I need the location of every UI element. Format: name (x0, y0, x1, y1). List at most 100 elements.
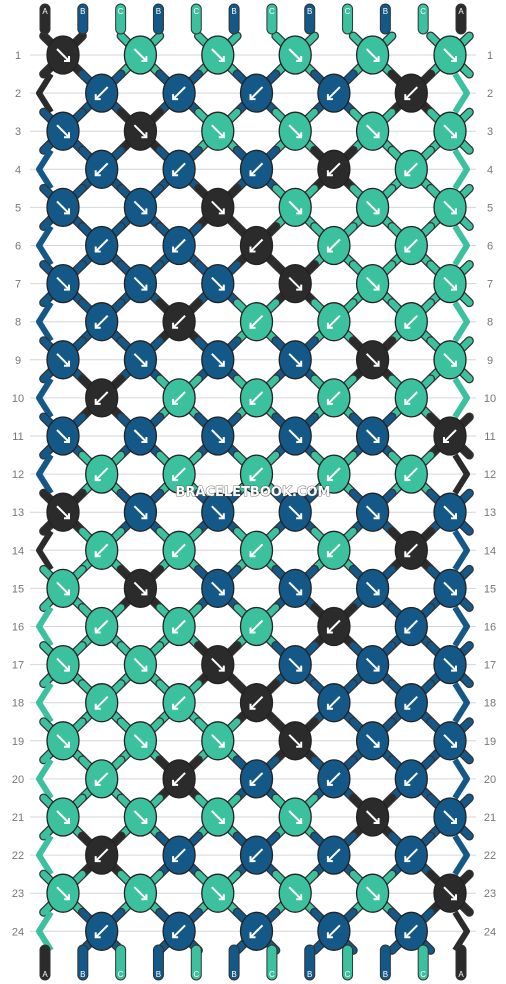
knot (278, 873, 312, 913)
knot (46, 568, 80, 609)
arrow-head-icon (296, 437, 303, 443)
row-label-left: 2 (15, 88, 21, 100)
knot (162, 530, 196, 570)
string-end (342, 3, 354, 35)
arrow-down-left-icon (172, 391, 186, 405)
knot (433, 568, 467, 609)
string-end (39, 944, 51, 981)
arrow-head-icon (373, 741, 380, 748)
arrow-head-icon (64, 894, 70, 901)
string-label: C (345, 970, 351, 979)
knot (278, 797, 312, 837)
knot (201, 644, 235, 685)
arrow-head-icon (451, 208, 457, 215)
arrow-head-icon (296, 741, 303, 748)
string-label: C (118, 7, 124, 16)
knot (394, 683, 428, 723)
arrow-head-icon (218, 132, 225, 139)
edge-strand (36, 758, 54, 800)
edge-strand (452, 758, 470, 800)
knot (162, 73, 196, 113)
knot (46, 873, 80, 913)
string-end (266, 3, 278, 35)
row-label-right: 11 (484, 431, 495, 443)
arrow-down-right-icon (133, 505, 148, 519)
arrow-down-left-icon (94, 772, 109, 786)
arrow-head-icon (141, 513, 148, 520)
arrow-head-icon (249, 932, 256, 939)
knot (278, 492, 312, 532)
knot (85, 378, 119, 418)
arrow-head-icon (218, 513, 225, 520)
knot (433, 35, 467, 75)
arrow-down-right-icon (211, 276, 225, 291)
arrow-head-icon (141, 132, 148, 139)
knot (394, 454, 428, 494)
row-label-left: 8 (15, 317, 21, 329)
arrow-down-right-icon (56, 886, 70, 900)
arrow-down-left-icon (172, 86, 186, 100)
arrow-down-right-icon (365, 657, 380, 672)
arrow-down-left-icon (94, 314, 109, 329)
string-end (77, 944, 89, 981)
arrow-head-icon (249, 779, 256, 786)
arrow-down-right-icon (56, 657, 70, 672)
arrow-head-icon (296, 360, 303, 367)
arrow-head-icon (373, 818, 380, 824)
knot (355, 187, 390, 228)
row-label-right: 18 (484, 698, 496, 710)
knot (433, 111, 467, 151)
knot (239, 149, 274, 189)
arrow-down-left-icon (249, 619, 264, 634)
string-label: A (458, 7, 464, 16)
arrow-down-left-icon (327, 543, 341, 558)
arrow-head-icon (404, 551, 411, 558)
knot (201, 873, 235, 913)
arrow-down-right-icon (133, 124, 148, 138)
arrow-head-icon (249, 475, 256, 482)
arrow-head-icon (373, 284, 380, 291)
arrow-down-left-icon (404, 162, 419, 177)
knot (278, 35, 312, 75)
arrow-down-right-icon (443, 734, 457, 748)
knot (317, 911, 351, 951)
knot (278, 263, 312, 304)
row-label-right: 21 (484, 812, 496, 824)
edge-strand (36, 834, 54, 876)
arrow-down-right-icon (365, 810, 380, 824)
knot (394, 225, 428, 266)
knot (433, 644, 467, 685)
arrow-down-right-icon (133, 734, 148, 748)
arrow-head-icon (451, 665, 457, 672)
arrow-head-icon (172, 475, 179, 482)
knot (433, 263, 467, 304)
knot (278, 644, 312, 685)
arrow-head-icon (404, 627, 411, 634)
arrow-head-icon (326, 475, 333, 482)
arrow-down-left-icon (404, 238, 419, 253)
arrow-head-icon (94, 94, 101, 101)
row-label-left: 12 (12, 469, 24, 481)
knot (239, 378, 274, 418)
knot (46, 492, 80, 532)
arrow-down-right-icon (133, 48, 148, 62)
arrow-head-icon (64, 741, 70, 748)
knot (317, 73, 351, 113)
arrow-head-icon (218, 284, 225, 291)
knot (278, 340, 312, 380)
knot (162, 302, 196, 342)
arrow-head-icon (451, 284, 457, 291)
string-end (152, 3, 164, 35)
string-end (190, 944, 202, 981)
row-label-left: 11 (12, 431, 23, 443)
arrow-head-icon (326, 94, 333, 101)
arrow-down-left-icon (249, 86, 264, 100)
arrow-head-icon (94, 398, 101, 405)
knot (394, 759, 428, 799)
arrow-down-left-icon (249, 772, 264, 786)
row-label-left: 1 (15, 50, 21, 62)
arrow-down-right-icon (56, 276, 70, 291)
knot (355, 35, 390, 75)
